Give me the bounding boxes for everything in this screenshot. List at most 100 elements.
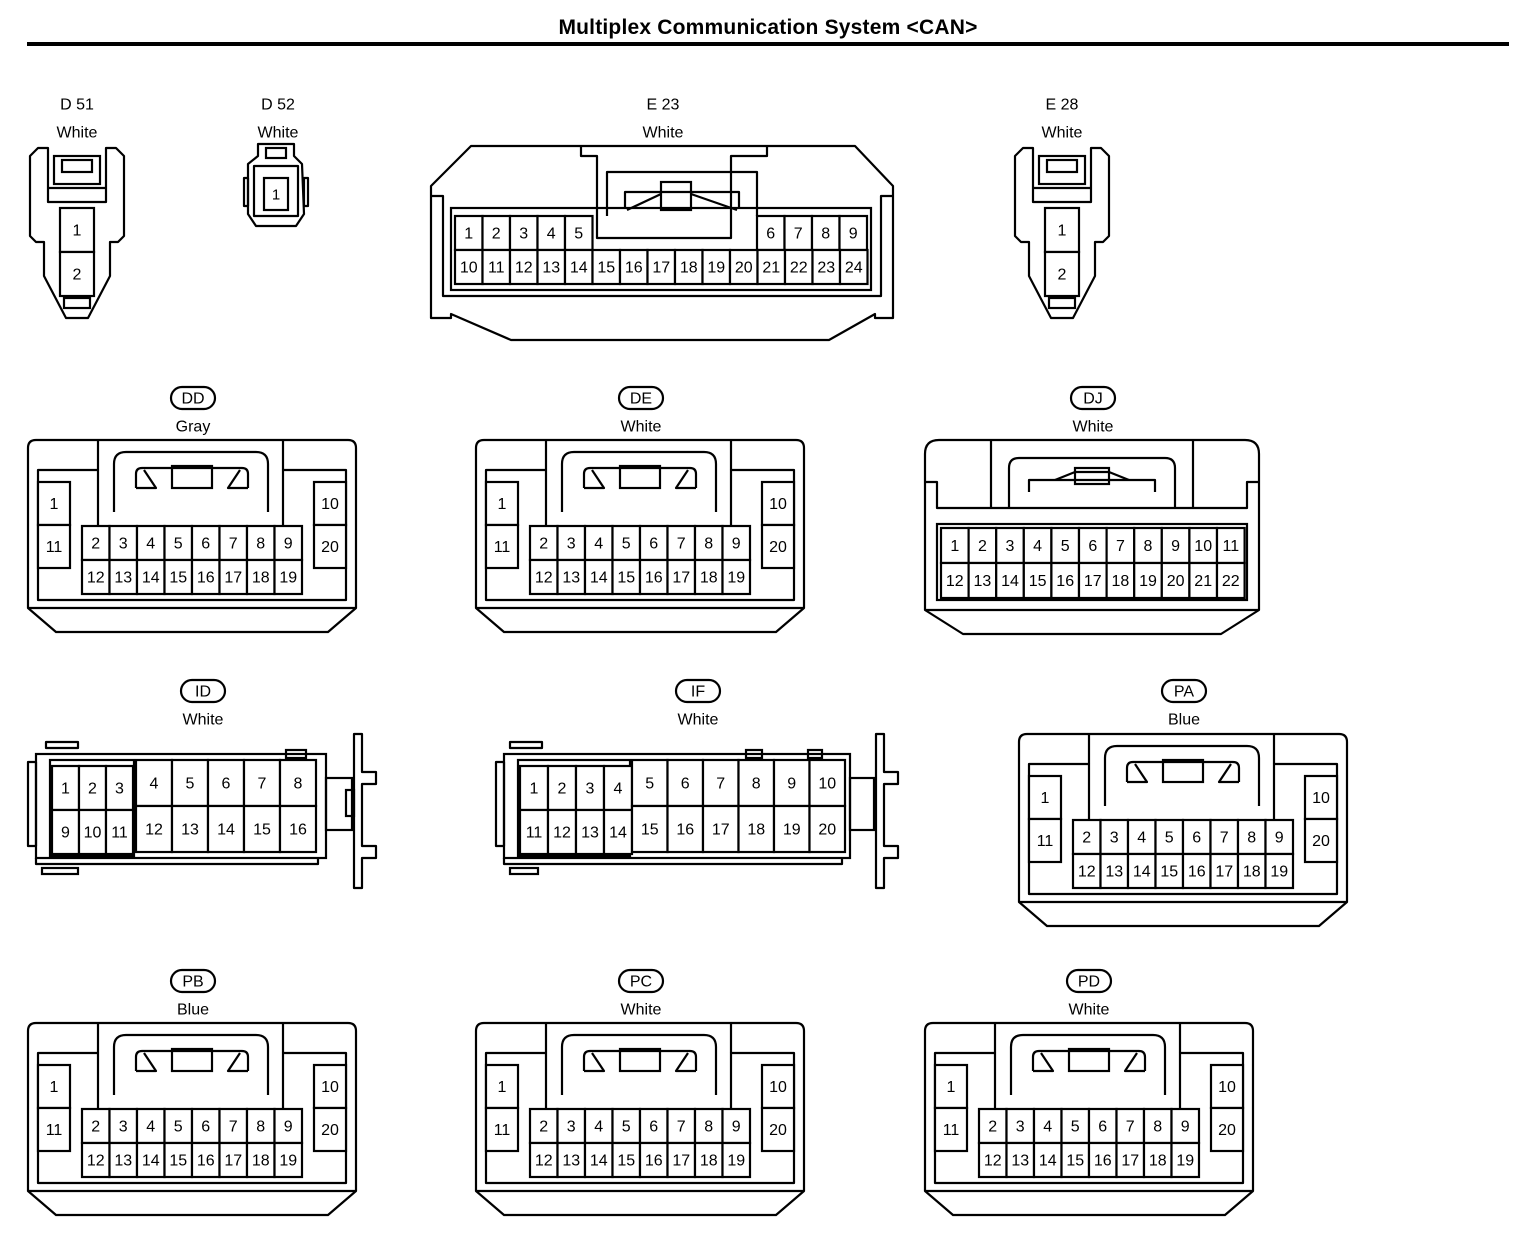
connector-housing <box>26 438 358 634</box>
pin-number: 4 <box>594 1119 603 1136</box>
pin-number: 2 <box>988 1119 997 1136</box>
connector-housing <box>1017 732 1349 928</box>
pin-cell <box>245 1107 276 1145</box>
pin-number: 20 <box>1312 833 1330 850</box>
pin-number: 14 <box>1039 1153 1057 1170</box>
pin-cell <box>245 558 276 596</box>
pin-cell <box>1264 852 1295 890</box>
connector-lock-rail <box>579 146 769 240</box>
connector-latch <box>62 296 92 310</box>
connector-guide <box>324 776 354 832</box>
pin-number: 16 <box>1094 1153 1112 1170</box>
connector-code-label: PA <box>1174 684 1194 701</box>
connector-latch <box>1047 296 1077 310</box>
connector-lock-key <box>1161 758 1205 784</box>
connector-lock-tab <box>626 192 738 212</box>
pin-number: 11 <box>1222 538 1239 555</box>
pin-number: 2 <box>88 781 97 798</box>
connector-lock-key <box>1037 154 1087 186</box>
connector-code-badge <box>617 968 665 994</box>
pin-cell <box>36 523 72 570</box>
pin-number: 9 <box>1275 830 1284 847</box>
connector-code-label: DD <box>181 391 204 408</box>
pin-number: 12 <box>553 825 571 842</box>
connector-lock-arch <box>1007 456 1177 508</box>
pin-cell <box>1105 561 1136 600</box>
connector-frame <box>935 522 1249 602</box>
pin-cell <box>1209 852 1240 890</box>
pin-cell <box>242 758 282 808</box>
pin-cell <box>484 523 520 570</box>
connector-lock-tab <box>226 469 248 490</box>
connector-lock-tab <box>1127 763 1149 784</box>
pin-cell <box>190 1141 221 1179</box>
pin-number: 1 <box>464 226 473 243</box>
pin-number: 1 <box>50 496 59 513</box>
pin-cell <box>312 1106 348 1153</box>
pin-number: 13 <box>181 822 199 839</box>
connector-color-label: White <box>643 125 684 142</box>
connector-code-label: E 28 <box>1046 97 1079 114</box>
pin-cell <box>278 758 318 808</box>
connector-color-label: White <box>258 125 299 142</box>
pin-cell <box>262 176 290 212</box>
pin-number: 20 <box>735 260 753 277</box>
pin-cell <box>273 558 304 596</box>
pin-cell <box>242 804 282 854</box>
pin-number: 14 <box>590 1153 608 1170</box>
pin-number: 1 <box>73 223 82 240</box>
connector-code-badge <box>674 678 722 704</box>
pin-number: 10 <box>769 1079 787 1096</box>
pin-cell <box>312 523 348 570</box>
pin-number: 8 <box>256 536 265 553</box>
connector-color-label: White <box>621 419 662 436</box>
pin-number: 21 <box>762 260 780 277</box>
pin-number: 20 <box>321 539 339 556</box>
pin-number: 7 <box>229 1119 238 1136</box>
pin-number: 8 <box>821 226 830 243</box>
pin-number: 4 <box>150 776 159 793</box>
pin-number: 16 <box>289 822 307 839</box>
pin-number: 8 <box>752 776 761 793</box>
pin-number: 13 <box>1105 864 1123 881</box>
connector-housing <box>474 438 806 634</box>
pin-number: 18 <box>747 822 765 839</box>
connector-lock-key <box>659 180 693 212</box>
connector-code-label: PD <box>1078 974 1100 991</box>
connector-lock-key <box>170 464 214 490</box>
pin-number: 14 <box>1133 864 1151 881</box>
pin-number: 18 <box>1243 864 1261 881</box>
pin-number: 13 <box>562 1153 580 1170</box>
pin-cell <box>108 1141 139 1179</box>
connector-lock-arch <box>582 466 698 488</box>
connector-lock-arch <box>134 466 250 488</box>
pin-cell <box>1105 526 1136 565</box>
pin-cell <box>36 1106 72 1153</box>
pin-number: 15 <box>617 1153 635 1170</box>
pin-number: 17 <box>672 1153 690 1170</box>
pin-cell <box>1303 817 1339 864</box>
pin-number: 13 <box>974 573 992 590</box>
pin-number: 10 <box>1218 1079 1236 1096</box>
pin-cell <box>721 1141 752 1179</box>
pin-cell <box>1170 1141 1201 1179</box>
pin-cell <box>58 206 96 254</box>
pin-cell <box>1043 250 1081 298</box>
pin-number: 6 <box>201 1119 210 1136</box>
pin-number: 7 <box>1116 538 1125 555</box>
pin-cell <box>1170 1107 1201 1145</box>
pin-number: 9 <box>61 825 70 842</box>
pin-number: 8 <box>1144 538 1153 555</box>
pin-cell <box>273 1107 304 1145</box>
pin-number: 11 <box>494 539 511 556</box>
pin-cell <box>536 248 567 286</box>
pin-cell <box>638 558 669 596</box>
pin-number: 8 <box>704 1119 713 1136</box>
pin-number: 1 <box>50 1079 59 1096</box>
pin-number: 4 <box>594 536 603 553</box>
pin-number: 2 <box>539 536 548 553</box>
pin-cell <box>1050 561 1081 600</box>
